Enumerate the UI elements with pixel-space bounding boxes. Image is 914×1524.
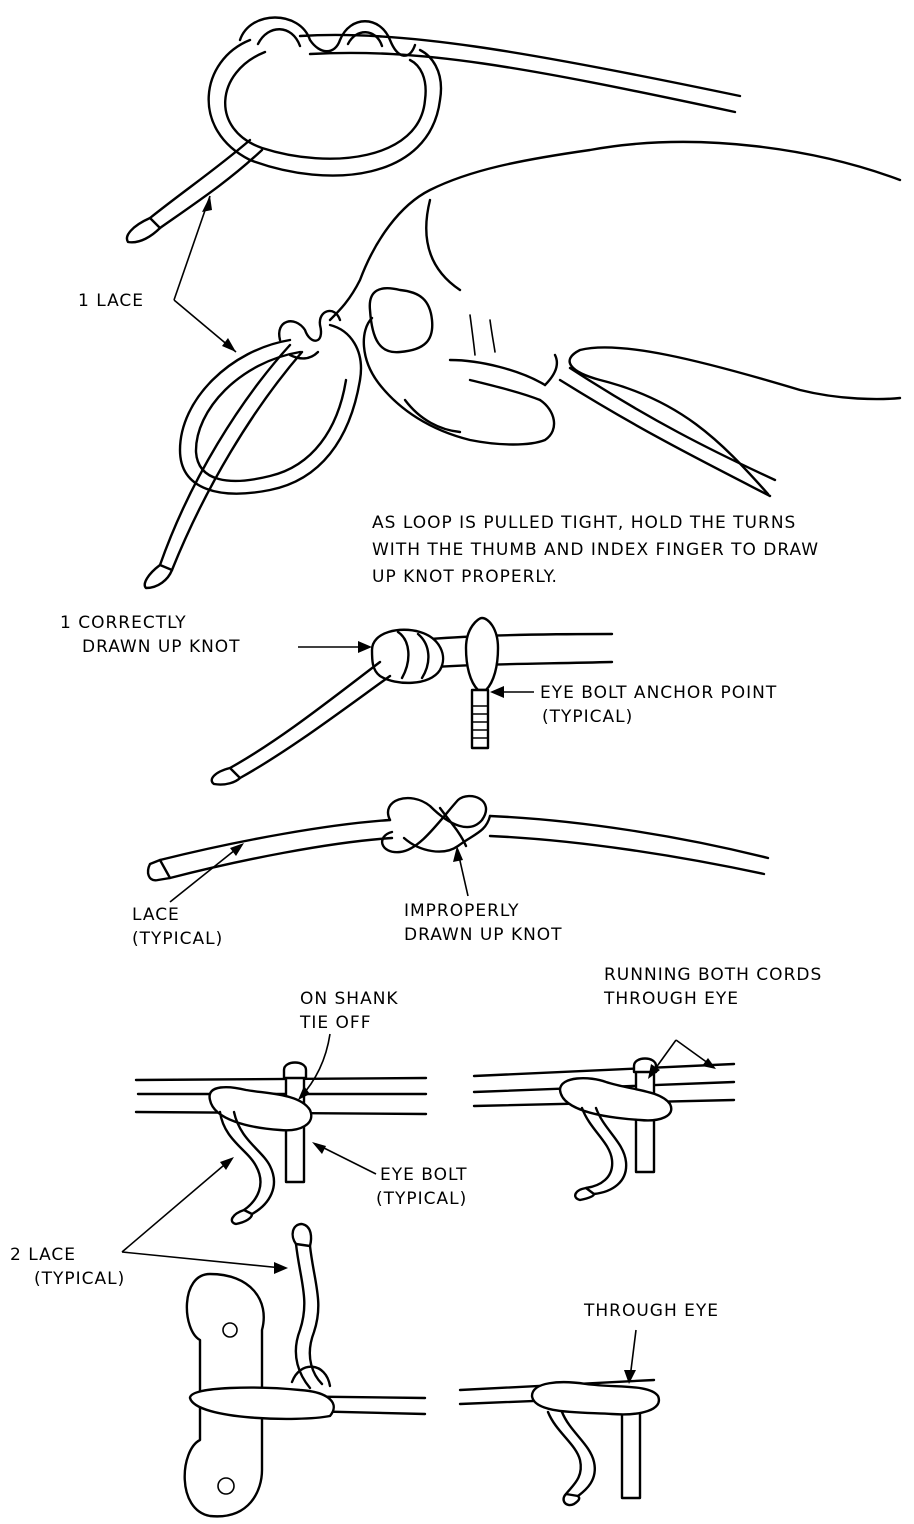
label-through-eye: THROUGH EYE — [583, 1301, 719, 1321]
label-eyebolt-line-1: EYE BOLT — [380, 1165, 468, 1185]
label-lace-top: 1 LACE — [78, 291, 144, 311]
through-eye-illustration — [460, 1380, 659, 1505]
label-improper-line-2: DRAWN UP KNOT — [404, 925, 563, 945]
label-correct-line-1: 1 CORRECTLY — [60, 613, 187, 633]
label-shank-line-2: TIE OFF — [299, 1013, 371, 1033]
label-eyebolt-line-2: (TYPICAL) — [376, 1189, 467, 1209]
instruction-line-3: UP KNOT PROPERLY. — [372, 567, 558, 587]
label-improper-line-1: IMPROPERLY — [404, 901, 520, 921]
label-lace-typical-line-1: LACE — [132, 905, 180, 925]
instruction-line-2: WITH THE THUMB AND INDEX FINGER TO DRAW — [372, 540, 819, 560]
label-lace2-line-2: (TYPICAL) — [34, 1269, 125, 1289]
label-running-line-1: RUNNING BOTH CORDS — [604, 965, 822, 985]
label-correct-line-2: DRAWN UP KNOT — [82, 637, 241, 657]
label-running-line-2: THROUGH EYE — [603, 989, 739, 1009]
improper-knot-illustration — [148, 796, 768, 880]
label-shank-line-1: ON SHANK — [300, 989, 399, 1009]
text-labels: 1 LACE AS LOOP IS PULLED TIGHT, HOLD THE… — [10, 291, 822, 1321]
running-cords-illustration — [474, 1059, 734, 1201]
label-lace-typical-line-2: (TYPICAL) — [132, 929, 223, 949]
label-lace2-line-1: 2 LACE — [10, 1245, 76, 1265]
label-eyebolt-anchor-line-1: EYE BOLT ANCHOR POINT — [540, 683, 777, 703]
pulley-lace-illustration — [185, 1224, 425, 1516]
label-eyebolt-anchor-line-2: (TYPICAL) — [542, 707, 633, 727]
top-loop-illustration — [127, 18, 740, 243]
instruction-line-1: AS LOOP IS PULLED TIGHT, HOLD THE TURNS — [372, 513, 796, 533]
